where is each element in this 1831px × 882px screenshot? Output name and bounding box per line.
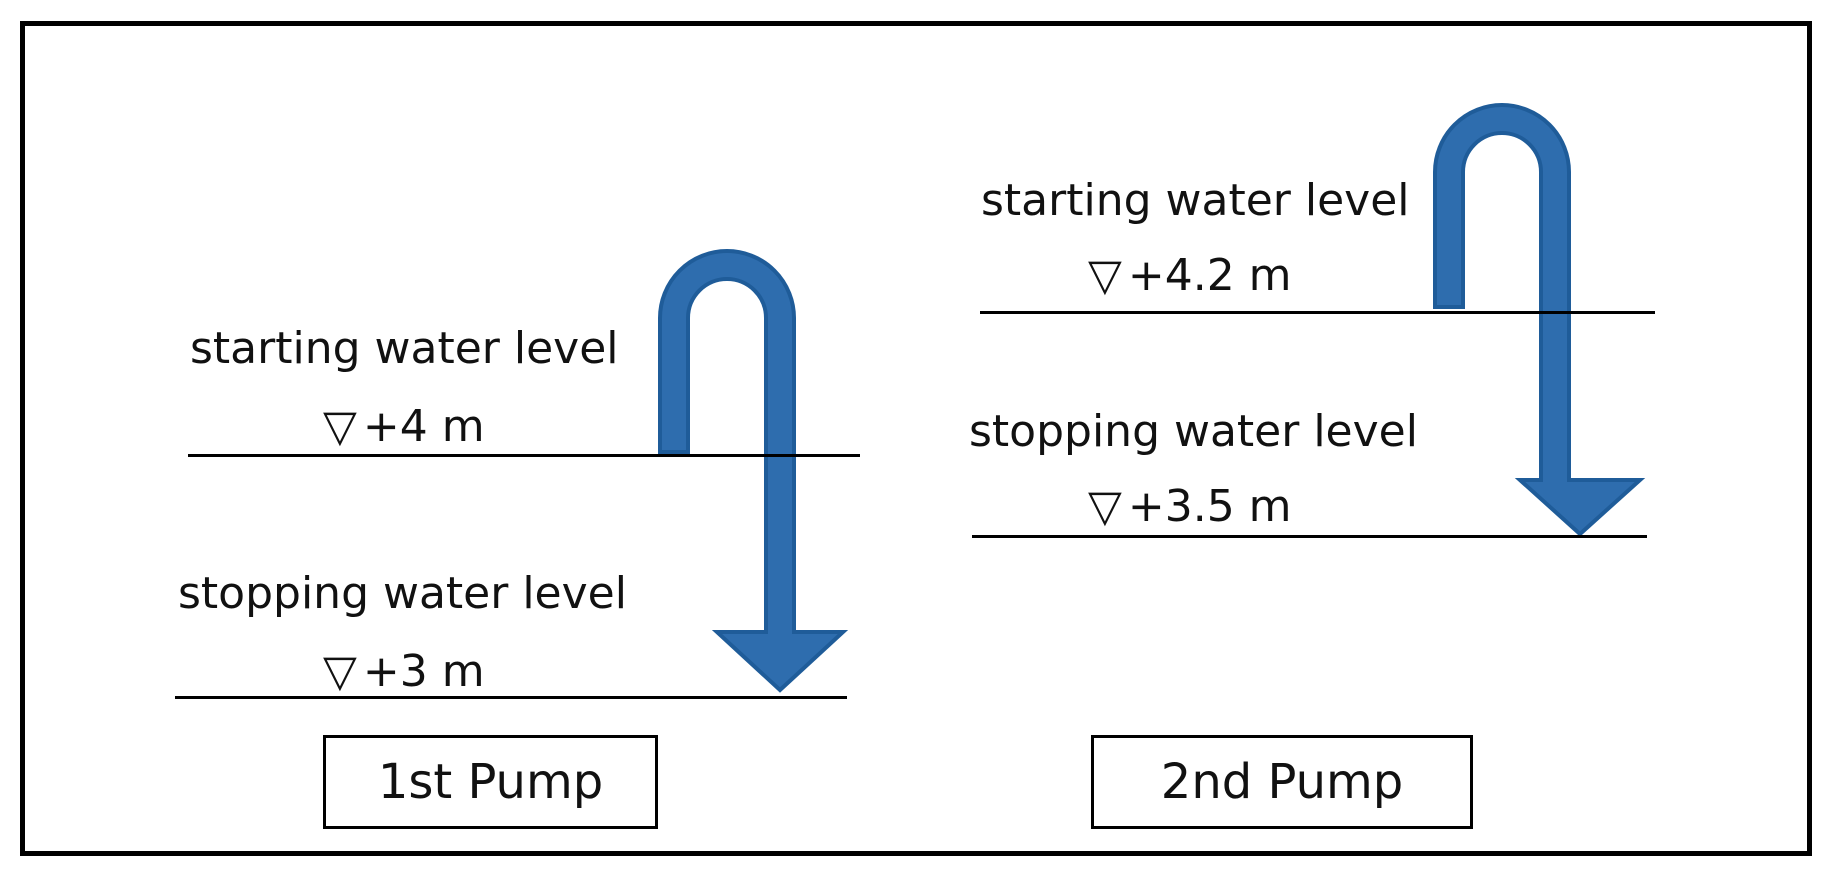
level-triangle-icon: ▽ (323, 646, 357, 697)
pump-1-stopping-line (175, 696, 847, 699)
pump-2-stopping-level-value: +3.5 m (1127, 481, 1292, 532)
level-triangle-icon: ▽ (1088, 481, 1122, 532)
pump-1-stopping-level: ▽+3 m (323, 650, 485, 694)
level-triangle-icon: ▽ (323, 401, 357, 452)
pump-1-stopping-label: stopping water level (178, 568, 627, 619)
pump-2-stopping-line (972, 535, 1647, 538)
pump-1-starting-line (188, 454, 860, 457)
pump-1-starting-level-value: +4 m (362, 401, 485, 452)
pump-2-arrow-shape (1433, 103, 1646, 537)
level-triangle-icon: ▽ (1088, 250, 1122, 301)
pump-2-starting-label: starting water level (981, 175, 1410, 226)
pump-1-stopping-level-value: +3 m (362, 646, 485, 697)
pump-2-stopping-level: ▽+3.5 m (1088, 485, 1292, 529)
pump-1-label-box: 1st Pump (323, 735, 658, 829)
pump-2-starting-level-value: +4.2 m (1127, 250, 1292, 301)
pump-2-label-box: 2nd Pump (1091, 735, 1473, 829)
pump-2-stopping-label: stopping water level (969, 406, 1418, 457)
diagram-frame (20, 21, 1812, 856)
pump-1-arrow-shape (658, 249, 849, 693)
pump-1-starting-label: starting water level (190, 323, 619, 374)
pump-1-starting-level: ▽+4 m (323, 405, 485, 449)
pump-2-starting-level: ▽+4.2 m (1088, 254, 1292, 298)
pump-2-starting-line (980, 311, 1655, 314)
